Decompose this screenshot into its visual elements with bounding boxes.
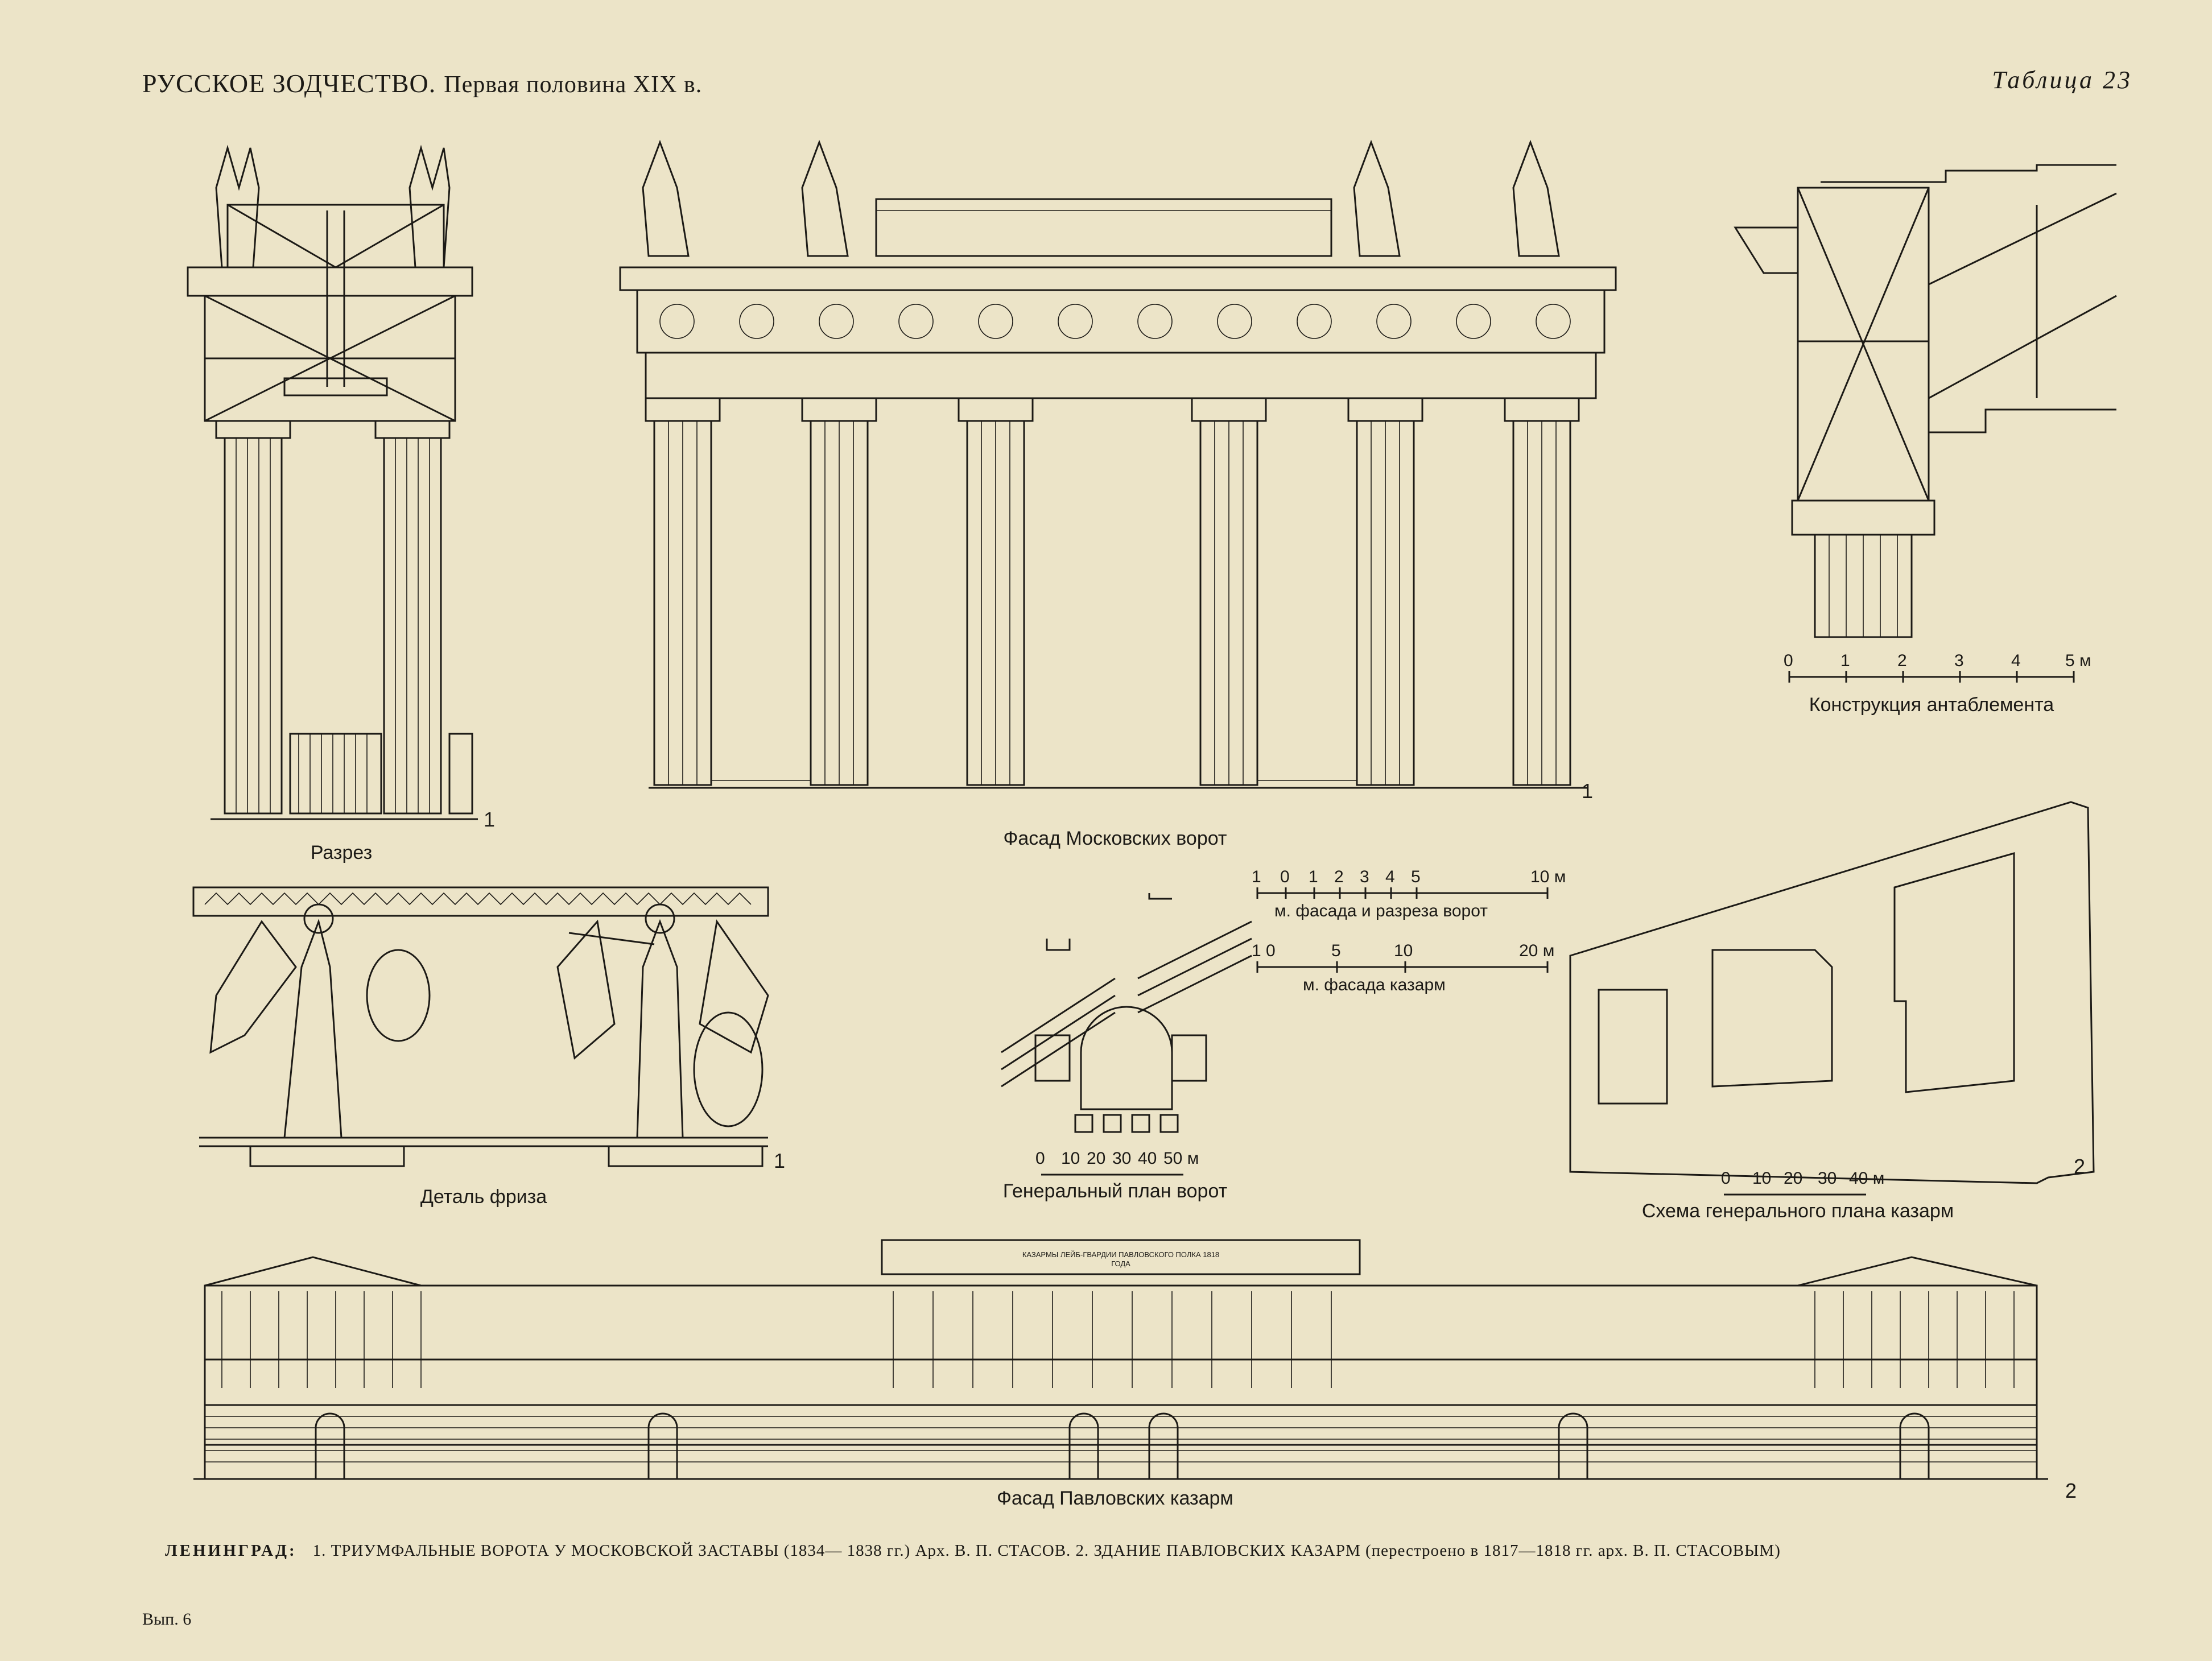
- scale-gate-tick: 10 м: [1530, 867, 1566, 886]
- scale-entablature-tick: 4: [2011, 651, 2021, 670]
- scale-gate-tick: 5: [1411, 867, 1421, 886]
- fig-number-gate-facade: 1: [1582, 779, 1594, 803]
- section-drawing: [187, 144, 478, 820]
- scale-entablature-tick: 0: [1784, 651, 1793, 670]
- gate-facade-drawing: [619, 139, 1617, 789]
- caption-gate-plan: Генеральный план ворот: [1002, 1180, 1228, 1202]
- scale-barracks-plan-tick: 40 м: [1849, 1169, 1885, 1188]
- scale-gate-plan-tick: 30: [1112, 1149, 1132, 1168]
- scale-gate-plan-tick: 50 м: [1163, 1149, 1199, 1168]
- scale-gate-tick: 0: [1280, 867, 1290, 886]
- scale-barracks-label: м. фасада казарм: [1303, 976, 1446, 994]
- scale-gate-plan-tick: 0: [1035, 1149, 1045, 1168]
- scale-bars: [1256, 887, 1549, 973]
- scale-gate-plan-tick: 20: [1087, 1149, 1106, 1168]
- footer-caption: ЛЕНИНГРАД: 1. ТРИУМФАЛЬНЫЕ ВОРОТА У МОСКО…: [165, 1542, 1781, 1560]
- scale-gate-tick: 1: [1309, 867, 1318, 886]
- caption-barracks-plan: Схема генерального плана казарм: [1641, 1200, 1954, 1222]
- entablature-drawing: [1734, 164, 2117, 683]
- barracks-facade-drawing: [193, 1239, 2048, 1480]
- header-subtitle: Первая половина XIX в.: [444, 72, 703, 98]
- header-title-block: РУССКОЕ ЗОДЧЕСТВО. Первая половина XIX в.: [142, 68, 702, 98]
- barracks-plan-drawing: [1569, 801, 2095, 1196]
- gate-plan-drawing: [1001, 893, 1252, 1176]
- footer-city: ЛЕНИНГРАД:: [165, 1542, 297, 1560]
- scale-gate-tick: 1: [1252, 867, 1261, 886]
- scale-barracks-tick: 10: [1394, 941, 1413, 960]
- header-title: РУССКОЕ ЗОДЧЕСТВО.: [142, 69, 436, 98]
- fig-number-frieze: 1: [774, 1149, 786, 1172]
- caption-section: Разрез: [310, 842, 373, 863]
- scale-entablature-tick: 1: [1840, 651, 1850, 670]
- caption-entablature: Конструкция антаблемента: [1809, 694, 2054, 716]
- fig-number-section: 1: [484, 808, 496, 831]
- fig-number-barracks-facade: 2: [2065, 1479, 2077, 1502]
- scale-barracks-plan-tick: 10: [1752, 1169, 1772, 1188]
- scale-barracks-tick: 20 м: [1519, 941, 1555, 960]
- scale-barracks-plan-tick: 20: [1784, 1169, 1803, 1188]
- scale-barracks-tick: 1 0: [1252, 941, 1276, 960]
- scale-gate-plan-tick: 40: [1138, 1149, 1157, 1168]
- scale-entablature-tick: 5 м: [2065, 651, 2091, 670]
- issue-number: Вып. 6: [142, 1610, 192, 1629]
- caption-frieze: Деталь фриза: [420, 1186, 547, 1208]
- barracks-inscription: КАЗАРМЫ ЛЕЙБ-ГВАРДИИ ПАВЛОВСКОГО ПОЛКА 1…: [1022, 1250, 1220, 1268]
- plate-number: Таблица 23: [1992, 66, 2132, 94]
- caption-gate-facade: Фасад Московских ворот: [1003, 828, 1227, 849]
- scale-gate-tick: 2: [1334, 867, 1344, 886]
- scale-gate-tick: 4: [1385, 867, 1395, 886]
- scale-gate-label: м. фасада и разреза ворот: [1274, 902, 1488, 920]
- scale-barracks-tick: 5: [1331, 941, 1341, 960]
- frieze-drawing: [192, 886, 769, 1167]
- scale-entablature-tick: 3: [1954, 651, 1964, 670]
- scale-entablature-tick: 2: [1897, 651, 1907, 670]
- scale-gate-tick: 3: [1360, 867, 1369, 886]
- scale-barracks-plan-tick: 30: [1818, 1169, 1837, 1188]
- scale-barracks-plan-tick: 0: [1721, 1169, 1731, 1188]
- footer-text: 1. ТРИУМФАЛЬНЫЕ ВОРОТА У МОСКОВСКОЙ ЗАСТ…: [312, 1542, 1781, 1560]
- caption-barracks-facade: Фасад Павловских казарм: [997, 1488, 1233, 1509]
- fig-number-barracks-plan: 2: [2074, 1155, 2086, 1178]
- scale-gate-plan-tick: 10: [1061, 1149, 1080, 1168]
